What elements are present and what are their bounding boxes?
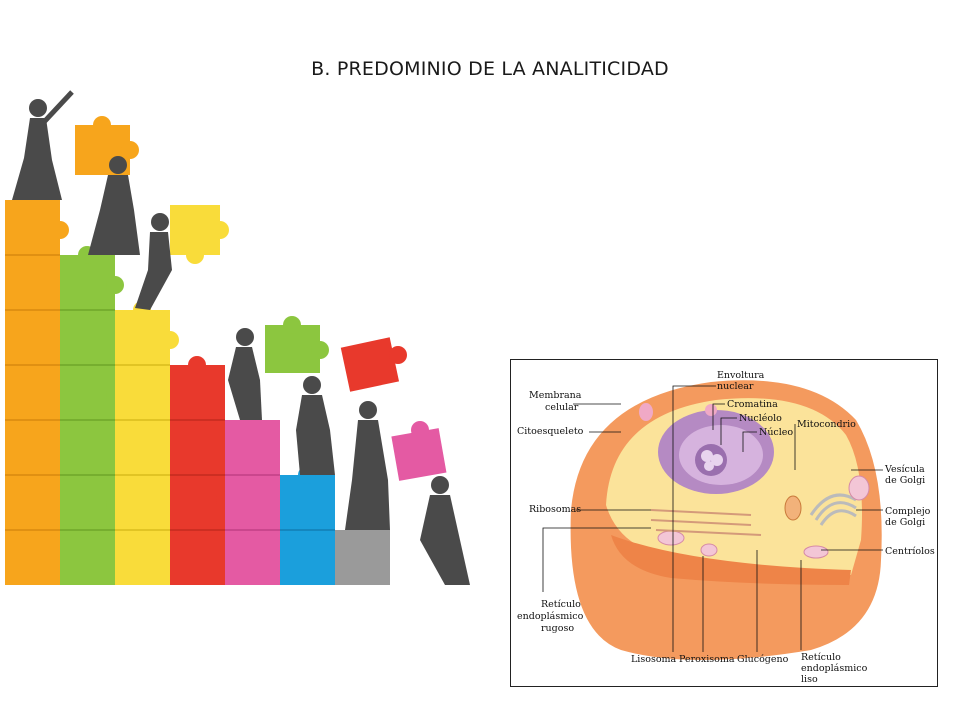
puzzle-column-gray [335,521,390,585]
puzzle-column-orange [5,200,69,585]
label-vesicula-2: de Golgi [885,475,925,486]
label-centriolos: Centríolos [885,546,935,557]
person-4-pushing [228,328,262,420]
label-vesicula-1: Vesícula [884,464,925,475]
puzzle-column-blue [280,466,335,585]
label-nucleolo: Nucléolo [739,413,782,424]
person-1-pointing [12,90,74,200]
label-cromatina: Cromatina [727,399,778,410]
label-lisosoma: Lisosoma [631,654,677,665]
label-rer-3: rugoso [541,623,574,634]
label-envoltura-2: nuclear [717,381,754,392]
label-rel-1: Retículo [801,652,841,663]
label-membrana-2: celular [545,402,579,413]
person-silhouettes [12,90,470,585]
label-peroxisoma: Peroxisoma [679,654,735,665]
label-complejo-2: de Golgi [885,517,925,528]
person-5-reaching [296,376,335,475]
puzzle-column-pink [225,411,289,585]
cell-labels: Membrana celular Citoesqueleto Ribosomas… [517,370,935,685]
puzzle-column-red [170,356,234,585]
puzzle-teamwork-illustration [0,80,500,600]
label-membrana-1: Membrana [529,390,582,401]
label-mitocondrio: Mitocondrio [797,419,856,430]
label-rel-2: endoplásmico [801,663,868,674]
puzzle-column-green [60,246,124,585]
label-citoesqueleto: Citoesqueleto [517,426,584,437]
leader-lines [542,385,883,652]
label-rer-1: Retículo [541,599,581,610]
slide-title: B. PREDOMINIO DE LA ANALITICIDAD [311,58,669,80]
label-rel-3: liso [801,674,818,685]
puzzle-column-yellow [115,301,179,585]
person-6-arms-up [345,401,390,530]
person-2-lifting [88,156,140,255]
animal-cell-diagram: Membrana celular Citoesqueleto Ribosomas… [510,359,938,687]
label-nucleo: Núcleo [759,427,793,438]
person-3-carrying [135,213,172,310]
endoplasmic-reticulum [650,509,762,536]
label-glucogeno: Glucógeno [737,654,789,665]
person-7-walking [420,476,470,585]
label-envoltura-1: Envoltura [717,370,765,381]
label-complejo-1: Complejo [885,506,931,517]
label-ribosomas: Ribosomas [529,504,581,515]
puzzle-piece-green-floating [265,316,329,373]
golgi-complex [809,493,857,526]
nucleus [658,410,774,494]
puzzle-piece-red-floating [340,337,407,392]
puzzle-piece-pink-floating [391,421,447,481]
label-rer-2: endoplásmico [517,611,584,622]
puzzle-piece-yellow-floating [170,205,229,264]
organelles [639,403,870,559]
